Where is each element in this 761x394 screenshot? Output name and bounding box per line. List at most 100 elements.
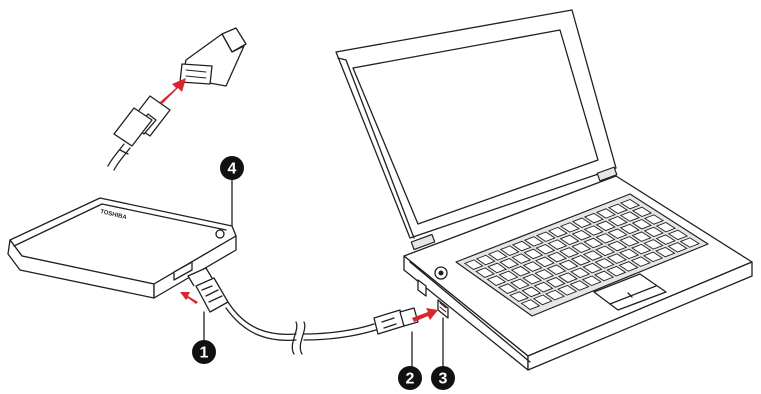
drive-plug-tip <box>187 267 213 287</box>
keyboard-key <box>475 254 496 266</box>
keyboard-key <box>463 259 484 270</box>
keyboard-key <box>498 270 519 282</box>
keyboard-key <box>643 214 665 225</box>
keyboard-key <box>533 281 554 293</box>
keyboard-key <box>486 275 507 286</box>
usb-c-adapter-illustration <box>107 27 247 171</box>
drive-plug <box>195 277 229 313</box>
arrow-laptop <box>412 308 438 322</box>
keyboard-key <box>642 251 664 263</box>
keyboard-key <box>511 253 532 264</box>
laptop <box>335 9 753 373</box>
external-drive: TOSHIBA <box>7 175 237 299</box>
keyboard-key <box>534 256 555 268</box>
keyboard-key <box>511 240 532 252</box>
keyboard-key <box>607 203 629 215</box>
keyboard-key <box>607 240 628 252</box>
keyboard-key <box>499 245 520 256</box>
callout-3: 3 <box>431 366 455 390</box>
keyboard-key <box>521 286 542 298</box>
keyboard-key <box>583 212 604 224</box>
usb-a-plug-head <box>399 307 419 327</box>
keyboard-key <box>534 269 555 280</box>
keyboard-key <box>630 256 651 267</box>
laptop-port-1 <box>417 279 427 297</box>
keyboard-key <box>520 299 541 310</box>
keyboard-key <box>570 255 591 266</box>
keyboard-key <box>545 289 565 301</box>
laptop-lid <box>335 9 617 239</box>
keyboard-key <box>547 226 568 238</box>
laptop-screen <box>352 29 599 225</box>
arrow-adapter <box>160 78 186 104</box>
keyboard-key <box>559 247 580 258</box>
keyboard-key <box>571 229 592 241</box>
callout-4-label: 4 <box>228 161 237 178</box>
drive-side <box>153 235 237 299</box>
keyboard-key <box>631 243 652 255</box>
keyboard-key <box>509 291 530 302</box>
keyboard-key <box>619 211 641 222</box>
keyboard-key <box>618 261 639 272</box>
callout-4: 4 <box>220 156 244 180</box>
keyboard-key <box>595 245 616 257</box>
keyboard-key <box>655 246 676 258</box>
keyboard-key <box>643 239 664 250</box>
keyboard-key <box>522 261 543 272</box>
hinge-left <box>410 233 436 251</box>
keyboard-key <box>631 206 653 218</box>
adapter-socket <box>179 63 213 85</box>
keyboard-key <box>522 273 543 285</box>
keyboard-key <box>594 258 615 269</box>
callout-2: 2 <box>398 366 422 390</box>
keyboard-key <box>532 294 553 306</box>
keyboard-key <box>546 264 567 276</box>
callout-3-label: 3 <box>439 371 448 388</box>
keyboard-key <box>582 250 603 261</box>
keyboard-key <box>545 277 566 288</box>
hinge-right <box>596 166 618 182</box>
callout-1-label: 1 <box>200 345 209 362</box>
keyboard-key <box>631 231 652 242</box>
keyboard-key <box>595 208 617 219</box>
keyboard-key <box>523 236 544 247</box>
keyboard-keys <box>463 198 701 310</box>
keyboard-key <box>547 251 567 263</box>
keyboard-key <box>606 253 627 264</box>
keyboard-key <box>570 267 591 279</box>
keyboard-key <box>523 248 544 260</box>
keyboard-key <box>535 243 556 255</box>
drive-led <box>215 229 225 239</box>
usb-a-plug-body <box>373 309 405 335</box>
keyboard-key <box>581 275 602 287</box>
insertion-arrows <box>160 78 438 322</box>
keyboard-key <box>655 234 676 245</box>
keyboard-key <box>547 239 568 250</box>
keyboard-key <box>593 270 615 282</box>
keyboard-key <box>557 284 578 296</box>
keyboard-key <box>679 237 701 248</box>
keyboard-key <box>499 258 520 269</box>
keyboard-key <box>655 221 677 233</box>
keyboard-key <box>607 215 628 227</box>
keyboard-key <box>583 237 604 249</box>
keyboard-key <box>667 242 688 253</box>
usb-cable <box>187 267 419 373</box>
keyboard-key <box>631 219 652 230</box>
keyboard-key <box>571 217 592 229</box>
keyboard-key <box>497 283 518 294</box>
callout-2-label: 2 <box>406 371 415 388</box>
keyboard-key <box>510 265 531 277</box>
keyboard-key <box>595 220 616 232</box>
keyboard-key <box>595 233 616 244</box>
keyboard-key <box>569 280 590 291</box>
keyboard-key <box>559 234 580 246</box>
keyboard-key <box>487 250 508 261</box>
keyboard-key <box>607 228 628 239</box>
keyboard-key <box>643 226 664 238</box>
arrow-drive <box>180 292 198 304</box>
callout-1: 1 <box>192 340 216 364</box>
keyboard-key <box>510 278 530 290</box>
drive-port <box>173 261 193 281</box>
